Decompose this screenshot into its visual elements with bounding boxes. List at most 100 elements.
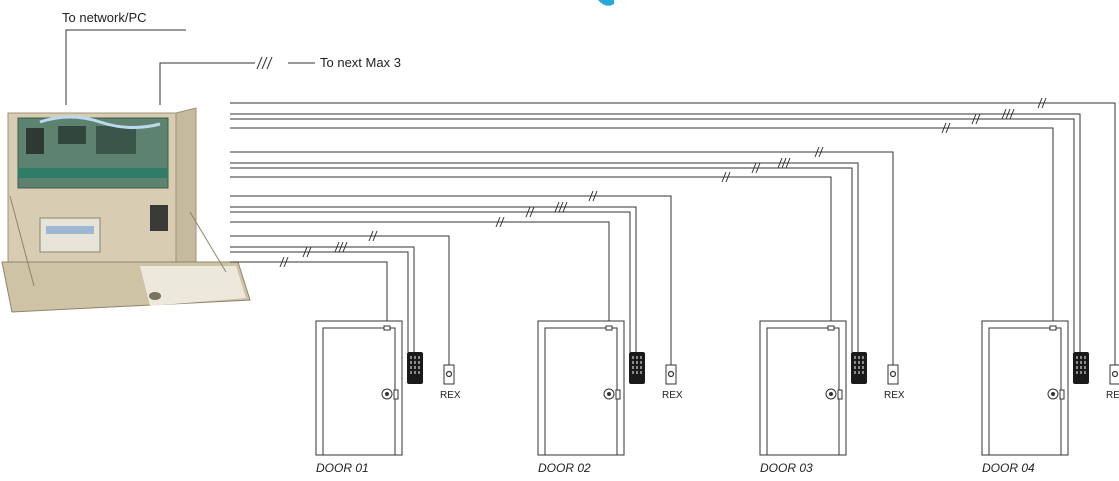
wire-break (588, 190, 594, 202)
rex-wire (230, 102, 1116, 365)
keypad-key (640, 371, 642, 374)
wire-break (1009, 108, 1015, 120)
door-wiring (230, 97, 1116, 365)
wire-break (495, 216, 501, 228)
wire-break (1001, 108, 1007, 120)
wire-break (529, 206, 535, 218)
keypad-key (640, 366, 642, 369)
wire-break (814, 146, 820, 158)
keypad-key (636, 366, 638, 369)
door-label: DOOR 01 (316, 461, 369, 475)
wire-break (971, 113, 977, 125)
keypad-key (410, 371, 412, 374)
wire-break (334, 241, 340, 253)
door-latch (837, 389, 843, 400)
wire-break (755, 162, 761, 174)
keypad-key (410, 366, 412, 369)
keypad-key (418, 366, 420, 369)
keypad-key (862, 366, 864, 369)
keypad-key (1084, 361, 1086, 364)
door-1: REX DOOR 01 (315, 320, 461, 475)
keypad-key (636, 361, 638, 364)
network-cable (65, 29, 186, 105)
keypad-key (410, 361, 412, 364)
controller-panel (1, 107, 251, 313)
door-label: DOOR 03 (760, 461, 813, 475)
rex-label: REX (884, 390, 905, 401)
keypad-key (1080, 361, 1082, 364)
door-label: DOOR 04 (982, 461, 1035, 475)
title-fragment (598, 0, 614, 6)
keypad-key (1080, 371, 1082, 374)
wire-break (558, 201, 564, 213)
keypad-key (418, 356, 420, 359)
reader-wire-2 (230, 118, 1075, 352)
keypad-key (418, 371, 420, 374)
wire-break (499, 216, 505, 228)
wire-break (368, 230, 374, 242)
keypad-key (632, 361, 634, 364)
keypad-key (854, 366, 856, 369)
wire-break (785, 157, 791, 169)
keypad-key (1076, 361, 1078, 364)
lock-wire (230, 261, 388, 326)
wire-break (562, 201, 568, 213)
wire-break (777, 157, 783, 169)
wire-break (1037, 97, 1043, 109)
keypad-key (414, 366, 416, 369)
wire-break (721, 171, 727, 183)
network-label: To network/PC (62, 10, 147, 25)
door-strike (827, 325, 835, 331)
keypad-key (1076, 371, 1078, 374)
keypad-key (414, 356, 416, 359)
door-knob-center (829, 392, 833, 396)
wire-break (342, 241, 348, 253)
board-chip-2 (58, 126, 86, 144)
keypad-key (1076, 366, 1078, 369)
door-knob-center (385, 392, 389, 396)
door-strike (383, 325, 391, 331)
keypad-key (632, 371, 634, 374)
keypad-key (1080, 356, 1082, 359)
keypad-key (640, 356, 642, 359)
keypad-key (414, 371, 416, 374)
rex-label: REX (440, 390, 461, 401)
board-wires (39, 115, 161, 129)
wire-break (975, 113, 981, 125)
keypad-key (410, 356, 412, 359)
reader-wire (230, 162, 859, 352)
wire-break (592, 190, 598, 202)
lock-wire (230, 127, 1054, 326)
rex-button-dot (445, 370, 453, 378)
next-panel-label: To next Max 3 (320, 55, 401, 70)
panel-side (175, 107, 197, 269)
keypad-key (854, 356, 856, 359)
door-3: REX DOOR 03 (759, 320, 905, 475)
keypad-key (640, 361, 642, 364)
lock-wire (230, 221, 610, 326)
keypad-key (414, 361, 416, 364)
rex-button-dot (667, 370, 675, 378)
keypad-key (858, 371, 860, 374)
wire-break (338, 241, 344, 253)
wire-break (525, 206, 531, 218)
keypad-key (862, 361, 864, 364)
rex-wire (230, 235, 450, 365)
power-supply (150, 205, 168, 231)
keypad-key (858, 356, 860, 359)
terminal-strip (18, 168, 168, 178)
door-label: DOOR 02 (538, 461, 591, 475)
wire-break (751, 162, 757, 174)
wire-break (302, 246, 308, 258)
wire-break (372, 230, 378, 242)
keypad-key (1080, 366, 1082, 369)
battery (39, 217, 101, 253)
rex-wire (230, 195, 672, 365)
reader-wire-2 (230, 251, 409, 352)
door-strut-left (9, 195, 35, 287)
wire-break (945, 122, 951, 134)
wire-break (283, 256, 289, 268)
wire-break (781, 157, 787, 169)
